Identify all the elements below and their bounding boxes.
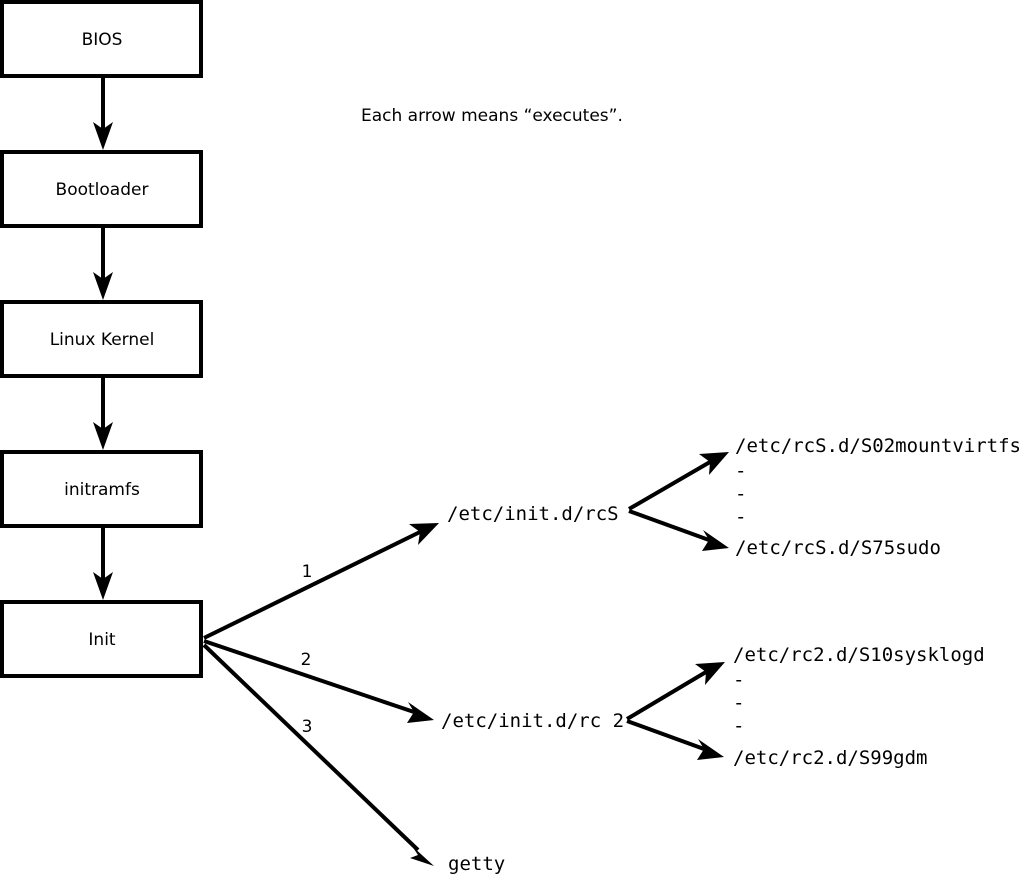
node-etc-init-d-rcs[interactable]: /etc/init.d/rcS — [447, 503, 619, 525]
arrow-init-to-rc2 — [203, 639, 434, 723]
legend-note: Each arrow means “executes”. — [361, 106, 623, 126]
linux-kernel-label: Linux Kernel — [50, 330, 155, 350]
arrow-rc2-to-first-script — [625, 662, 725, 721]
rcs-ellipsis-dash-2: - — [735, 483, 746, 505]
rcs-script-first[interactable]: /etc/rcS.d/S02mountvirtfs — [735, 435, 1021, 457]
rcs-ellipsis-dash-1: - — [735, 460, 746, 482]
init-box[interactable] — [0, 600, 203, 678]
arrow-rcs-to-first-script — [627, 452, 729, 511]
node-bootloader[interactable]: Bootloader — [0, 150, 203, 228]
bios-label: BIOS — [82, 30, 123, 50]
rc2-ellipsis-dash-3: - — [733, 715, 744, 737]
bios-box[interactable] — [0, 0, 203, 78]
arrow-rc2-to-last-script — [626, 719, 724, 760]
rcs-script-last[interactable]: /etc/rcS.d/S75sudo — [735, 537, 941, 559]
branch-number-1: 1 — [302, 562, 313, 582]
node-getty[interactable]: getty — [448, 853, 505, 875]
node-etc-init-d-rc2[interactable]: /etc/init.d/rc 2 — [441, 710, 624, 732]
arrow-init-to-rcs — [203, 523, 439, 640]
initramfs-label: initramfs — [64, 480, 140, 500]
rc2-ellipsis-dash-2: - — [733, 692, 744, 714]
bootloader-box[interactable] — [0, 150, 203, 228]
arrow-bios-to-bootloader — [93, 77, 113, 150]
node-init[interactable]: Init — [0, 600, 203, 678]
arrow-bootloader-to-kernel — [93, 227, 113, 300]
arrow-init-to-getty — [202, 643, 434, 866]
node-initramfs[interactable]: initramfs — [0, 450, 203, 528]
rcs-ellipsis-dash-3: - — [735, 506, 746, 528]
branch-number-3: 3 — [302, 717, 313, 737]
arrow-initramfs-to-init — [93, 527, 113, 600]
init-label: Init — [88, 630, 116, 650]
arrow-rcs-to-last-script — [628, 509, 729, 551]
arrow-kernel-to-initramfs — [93, 377, 113, 450]
linux-kernel-box[interactable] — [0, 300, 203, 378]
node-linux-kernel[interactable]: Linux Kernel — [0, 300, 203, 378]
bootloader-label: Bootloader — [56, 180, 149, 200]
branch-number-2: 2 — [301, 650, 312, 670]
rc2-ellipsis-dash-1: - — [733, 669, 744, 691]
rc2-script-first[interactable]: /etc/rc2.d/S10sysklogd — [733, 644, 985, 666]
node-bios[interactable]: BIOS — [0, 0, 203, 78]
initramfs-box[interactable] — [0, 450, 203, 528]
rc2-script-last[interactable]: /etc/rc2.d/S99gdm — [733, 747, 927, 769]
